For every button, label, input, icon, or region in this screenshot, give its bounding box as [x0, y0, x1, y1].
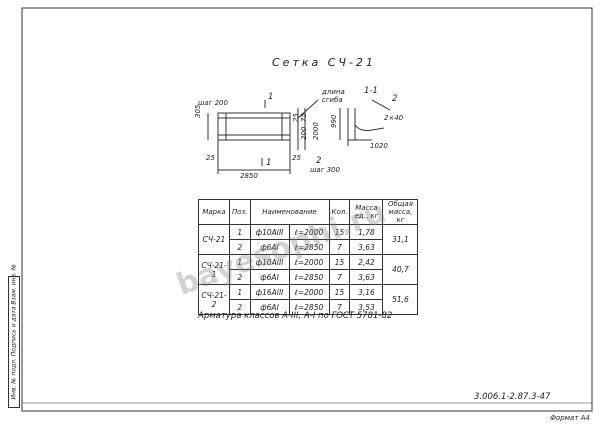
dim-25-left: 25 [206, 154, 215, 162]
sheet-code: 3.006.1-2.87.3-47 [474, 392, 551, 402]
cell-name: ф6АI [249, 299, 290, 315]
section-1-1 [339, 99, 391, 146]
cell-name: ф16АIII [249, 284, 290, 300]
cell-kol: 7 [328, 269, 351, 285]
cell-length: ℓ=2850 [288, 269, 330, 285]
dim-2850: 2850 [240, 172, 258, 180]
header-marka: Марка [198, 199, 230, 225]
cell-length: ℓ=2850 [288, 299, 330, 315]
dim-990: 990 [330, 114, 338, 128]
label-step-top: шаг 200 [198, 99, 228, 107]
stamp-text: Инв. № подл. Подпись и дата Взам. инв. № [10, 263, 18, 400]
cell-mass: 3,63 [349, 269, 384, 285]
cell-kol: 15 [328, 254, 351, 270]
cell-poz: 1 [229, 224, 251, 240]
label-length: длина [322, 88, 345, 96]
reinforcement-note: Арматура классов А-III, А-I по ГОСТ 5781… [198, 311, 393, 321]
dim-25-mid: 25 [292, 154, 301, 162]
specification-table: Марка Поз. Наименование Кол. Масса ед., … [198, 199, 419, 315]
header-poz: Поз. [229, 199, 251, 225]
format-label: Формат А4 [550, 414, 590, 422]
cell-total: 51,6 [382, 284, 419, 315]
header-total: Общая масса, кг [382, 199, 419, 225]
label-step-bottom: шаг 300 [310, 166, 340, 174]
section-mark-2: 2 [392, 94, 398, 104]
drawing-title: Сетка СЧ-21 [272, 56, 376, 69]
cell-mass: 3,16 [349, 284, 384, 300]
table-row: СЧ-21-1 1 ф10АIII ℓ=2000 15 2,42 40,7 [198, 254, 419, 285]
side-stamp: Инв. № подл. Подпись и дата Взам. инв. № [8, 263, 20, 408]
header-mass: Масса ед., кг [349, 199, 384, 225]
dim-75: 75 [300, 113, 308, 122]
cell-kol: 7 [328, 299, 351, 315]
cell-total: 31,1 [382, 224, 419, 255]
cell-kol: 15 [328, 284, 351, 300]
cell-mass: 2,42 [349, 254, 384, 270]
position-mark-2: 2 [316, 156, 322, 166]
cell-mass: 3,63 [349, 239, 384, 255]
section-title: 1-1 [364, 86, 378, 96]
dim-2x40: 2×40 [384, 114, 404, 122]
table-row: СЧ-21-2 1 ф16АIII ℓ=2000 15 3,16 51,6 [198, 284, 419, 315]
dim-200: 200 [300, 126, 308, 140]
cell-marka: СЧ-21-2 [198, 284, 230, 315]
table-row: СЧ-21 1 ф10АIII ℓ=2000 15 1,78 31,1 [198, 224, 419, 255]
dim-305: 305 [194, 104, 202, 118]
dim-2000: 2000 [312, 122, 320, 140]
cell-name: ф10АIII [249, 254, 290, 270]
cell-length: ℓ=2000 [288, 284, 330, 300]
position-mark-1-top: 1 [268, 92, 274, 102]
mesh-plan [207, 99, 319, 174]
cell-total: 40,7 [382, 254, 419, 285]
dim-1020: 1020 [370, 142, 388, 150]
cell-marka: СЧ-21 [198, 224, 230, 255]
label-sgiba: сгиба [322, 96, 343, 104]
cell-poz: 1 [229, 284, 251, 300]
table-row: 2 ф6АI ℓ=2850 7 3,53 [199, 299, 418, 315]
dim-25-right: 25 [292, 113, 300, 122]
cell-mass: 3,53 [349, 299, 384, 315]
position-mark-1-bottom: 1 [266, 158, 272, 168]
